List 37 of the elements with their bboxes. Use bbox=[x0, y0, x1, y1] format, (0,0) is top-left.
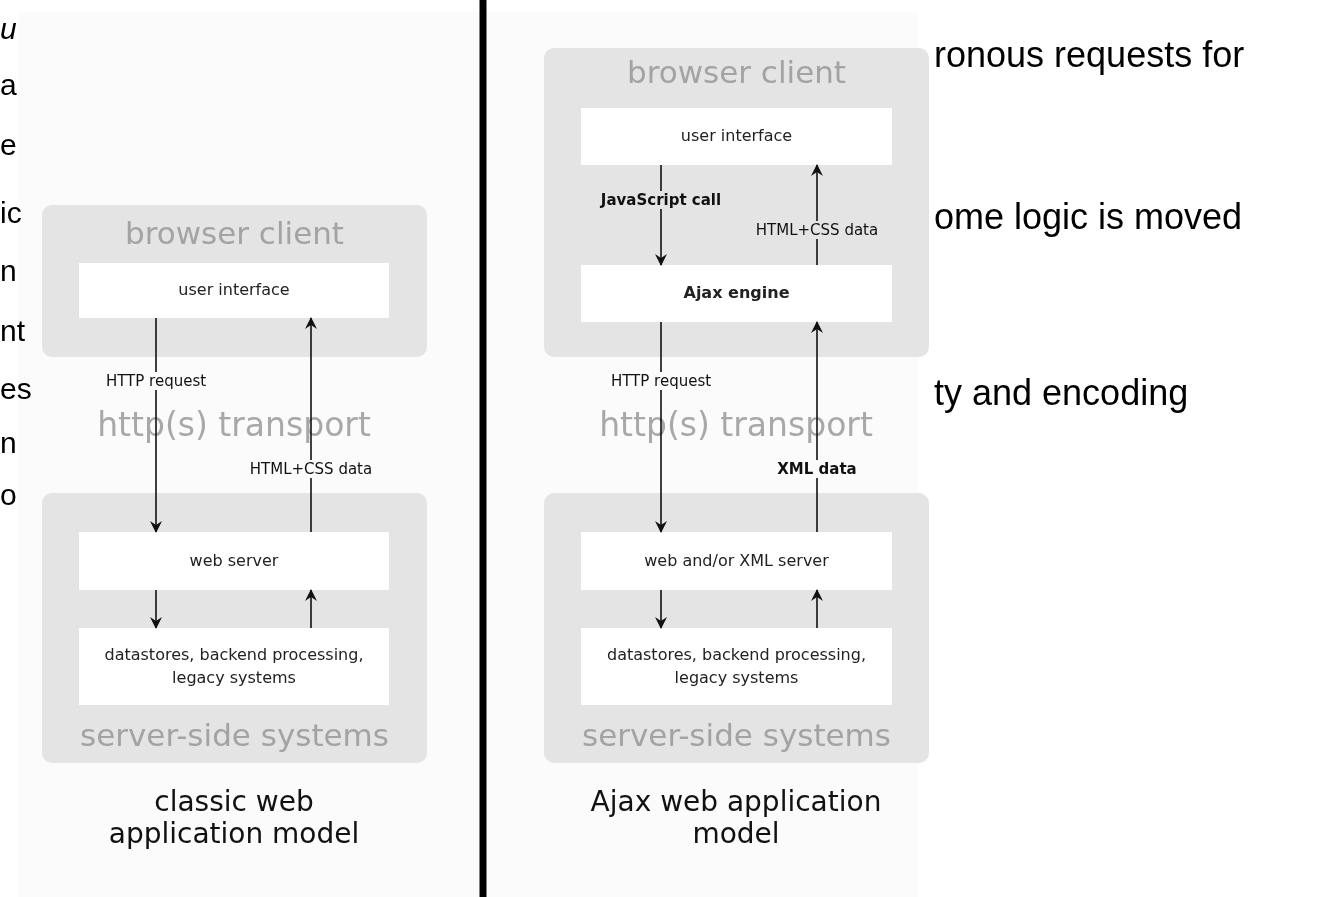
slide-text-fragment: es bbox=[0, 372, 32, 407]
slide-text-fragment: nt bbox=[0, 314, 26, 349]
arrow bbox=[305, 317, 317, 533]
tier-panel bbox=[42, 205, 427, 357]
arrow bbox=[655, 589, 667, 629]
component-box: web and/or XML server bbox=[581, 532, 892, 590]
slide-text-fragment: ic bbox=[0, 196, 22, 231]
component-box: Ajax engine bbox=[581, 265, 892, 322]
panel-title: browser client bbox=[124, 215, 345, 251]
tier-panel bbox=[544, 493, 929, 763]
arrow bbox=[305, 589, 317, 629]
arrow bbox=[150, 589, 162, 629]
slide-text-fragment: ty and encoding bbox=[934, 372, 1189, 414]
slide-text-fragment: ome logic is moved bbox=[934, 196, 1243, 238]
slide-text-fragment: n bbox=[0, 254, 17, 289]
slide-text-fragment: e bbox=[0, 128, 17, 163]
slide-text-fragment: a bbox=[0, 68, 17, 103]
component-box: datastores, backend processing, legacy systems bbox=[581, 628, 892, 705]
component-box: user interface bbox=[79, 263, 389, 318]
model-caption: Ajax web application model bbox=[589, 786, 883, 851]
model-caption: classic web application model bbox=[107, 786, 361, 851]
arrow bbox=[811, 321, 823, 533]
component-box: datastores, backend processing, legacy systems bbox=[79, 628, 389, 705]
component-box: user interface bbox=[581, 108, 892, 165]
component-box: web server bbox=[79, 532, 389, 590]
tier-panel bbox=[544, 48, 929, 357]
panel-title: browser client bbox=[626, 54, 847, 90]
arrow bbox=[150, 317, 162, 533]
arrow bbox=[811, 589, 823, 629]
slide-text-fragment: u bbox=[0, 12, 17, 47]
panel-title: server-side systems bbox=[581, 717, 892, 753]
panel-title: server-side systems bbox=[79, 717, 390, 753]
slide-text-fragment: o bbox=[0, 478, 17, 513]
slide-text-fragment: n bbox=[0, 426, 17, 461]
tier-panel bbox=[42, 493, 427, 763]
arrow bbox=[655, 321, 667, 533]
slide-text-fragment: ronous requests for bbox=[934, 34, 1245, 76]
